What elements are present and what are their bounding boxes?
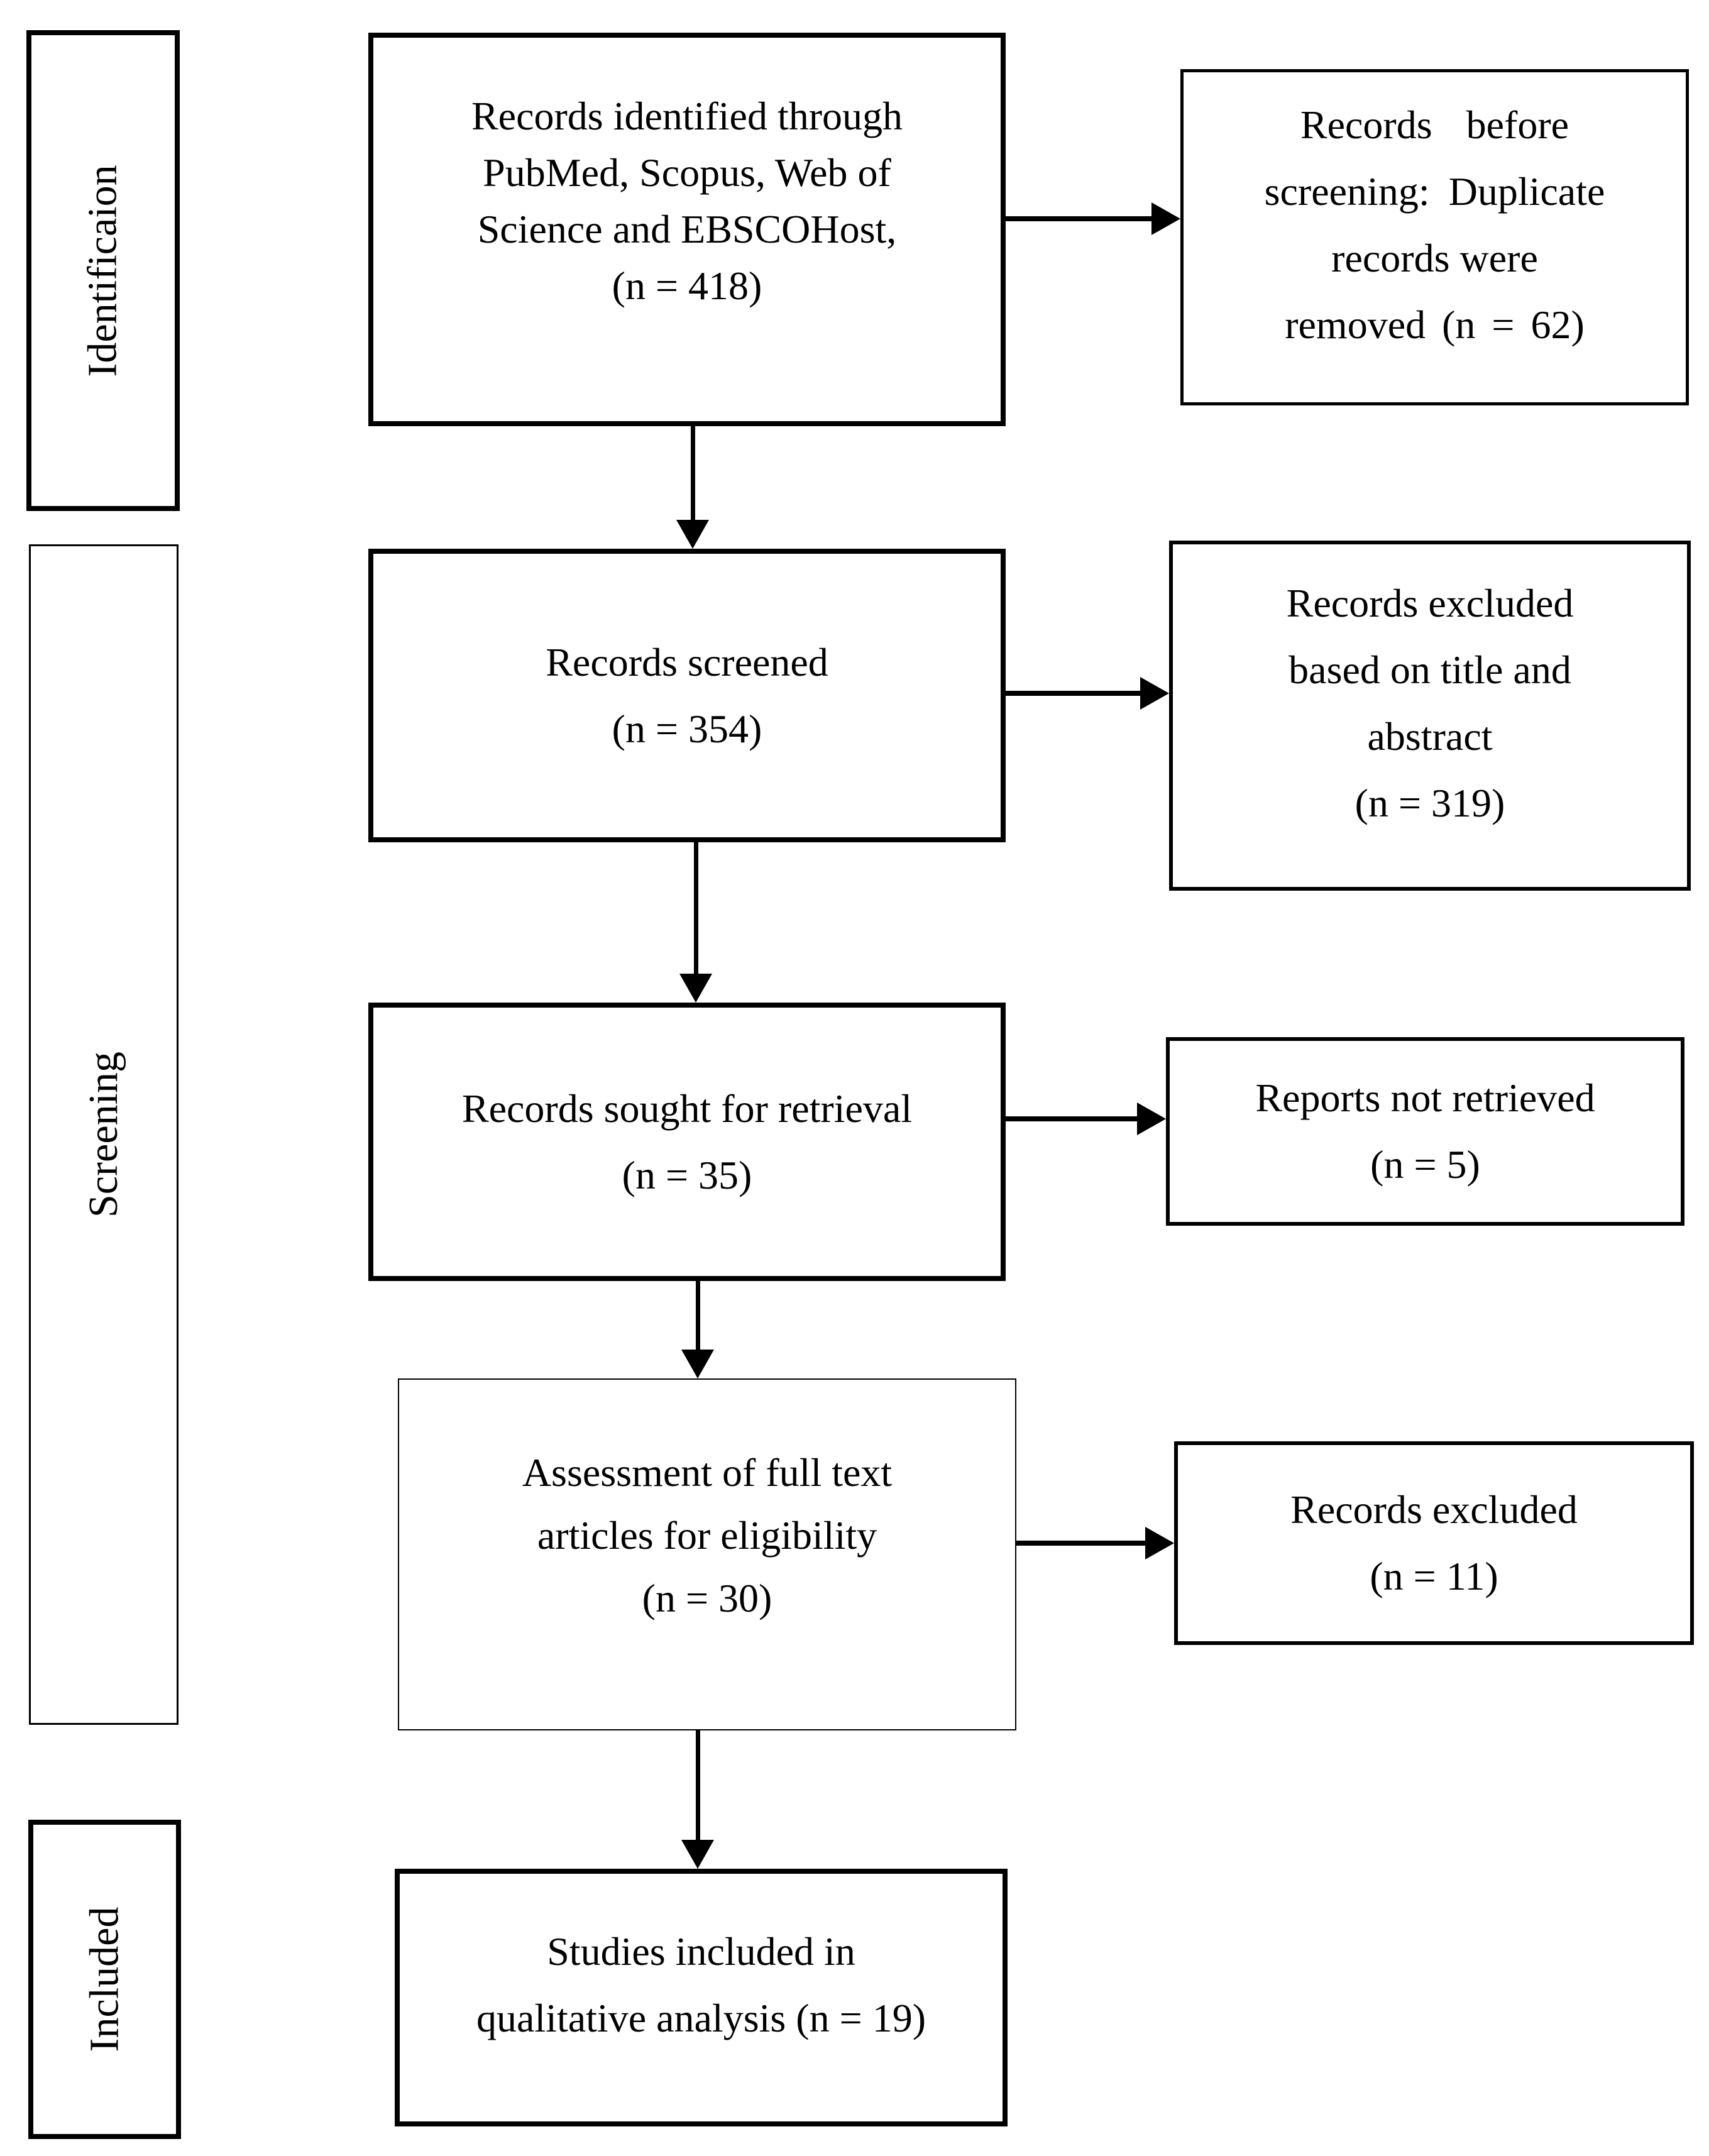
arrow-right-icon (1140, 677, 1169, 710)
arrow-shaft (1006, 216, 1151, 221)
arrow-shaft (690, 426, 695, 520)
box-text-line: removed (n = 62) (1285, 302, 1585, 347)
box-reports-not-retrieved: Reports not retrieved (n = 5) (1166, 1037, 1684, 1226)
flow-arrow-assessment-to-included (681, 1730, 714, 1869)
box-text-line: qualitative analysis (n = 19) (476, 1996, 926, 2040)
box-full-text-assessment: Assessment of full text articles for eli… (398, 1378, 1016, 1730)
flow-arrow-identified-to-duplicates (1006, 202, 1180, 235)
box-text-line: Records screened (546, 639, 828, 685)
box-text-line: PubMed, Scopus, Web of (483, 150, 891, 195)
box-text-line: (n = 5) (1370, 1142, 1480, 1187)
arrow-shaft (1006, 1116, 1137, 1121)
arrow-down-icon (681, 1840, 714, 1869)
stage-box-identification: Identificaion (26, 30, 180, 511)
arrow-shaft (695, 1730, 700, 1840)
box-text-line: Reports not retrieved (1255, 1075, 1595, 1120)
arrow-shaft (1016, 1541, 1145, 1546)
arrow-down-icon (681, 1350, 714, 1378)
box-records-sought-for-retrieval: Records sought for retrieval (n = 35) (368, 1003, 1006, 1281)
box-text-line: Records sought for retrieval (461, 1086, 913, 1131)
box-records-excluded-full-text: Records excluded (n = 11) (1174, 1441, 1694, 1645)
box-text-line: screening: Duplicate (1264, 168, 1605, 214)
box-text-line: articles for eligibility (537, 1513, 877, 1558)
box-text-line: (n = 35) (622, 1152, 752, 1197)
arrow-down-icon (676, 520, 709, 549)
flow-arrow-screened-to-excluded (1006, 677, 1169, 710)
stage-label-identification: Identificaion (80, 164, 126, 377)
stage-label-screening: Screening (80, 1052, 126, 1218)
box-text-line: Assessment of full text (522, 1450, 893, 1495)
box-excluded-title-abstract: Records excluded based on title and abst… (1169, 541, 1691, 891)
flow-arrow-sought-to-not-retrieved (1006, 1103, 1166, 1135)
box-text-line: Records excluded (1286, 580, 1574, 625)
flow-arrow-sought-to-assessment (681, 1281, 714, 1378)
arrow-right-icon (1151, 202, 1180, 235)
stage-label-included: Included (81, 1906, 128, 2052)
box-text-line: (n = 319) (1355, 780, 1505, 825)
box-text-line: (n = 11) (1370, 1554, 1498, 1598)
flow-arrow-assessment-to-excluded (1016, 1527, 1174, 1559)
stage-box-included: Included (28, 1820, 181, 2139)
box-text-line: Science and EBSCOHost, (477, 207, 897, 251)
arrow-shaft (1006, 691, 1140, 696)
box-studies-included-qualitative: Studies included in qualitative analysis… (395, 1869, 1008, 2126)
arrow-shaft (693, 842, 698, 974)
box-text-line: abstract (1367, 713, 1493, 759)
box-text-line: Records identified through (471, 94, 903, 138)
box-duplicates-removed: Records before screening: Duplicate reco… (1180, 69, 1689, 405)
box-text-line: Studies included in (547, 1929, 855, 1974)
box-records-screened: Records screened (n = 354) (368, 549, 1006, 842)
box-text-line: records were (1331, 235, 1538, 280)
box-text-line: (n = 354) (612, 706, 762, 751)
box-records-identified: Records identified through PubMed, Scopu… (368, 33, 1006, 426)
box-text-line: (n = 30) (642, 1576, 772, 1620)
box-text-line: based on title and (1289, 647, 1571, 692)
arrow-right-icon (1145, 1527, 1174, 1559)
box-text-line: Records before (1300, 102, 1569, 147)
arrow-down-icon (679, 974, 712, 1003)
flow-arrow-identified-to-screened (676, 426, 709, 549)
arrow-right-icon (1137, 1103, 1166, 1135)
box-text-line: (n = 418) (612, 263, 762, 308)
arrow-shaft (695, 1281, 700, 1350)
stage-box-screening: Screening (29, 544, 179, 1725)
box-text-line: Records excluded (1290, 1487, 1578, 1532)
flow-arrow-screened-to-sought (679, 842, 712, 1003)
